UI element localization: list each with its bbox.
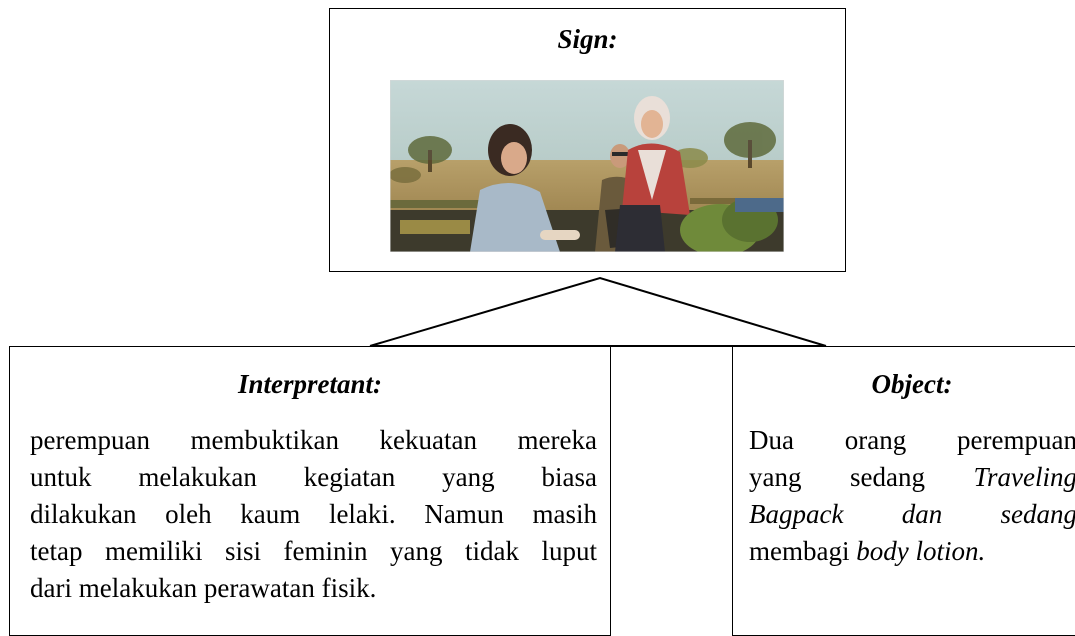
- object-title: Object:: [871, 369, 953, 399]
- object-line-4-plain: membagi: [749, 536, 857, 566]
- object-line-2-italic: Traveling: [973, 462, 1075, 492]
- object-line-3: Bagpack dan sedang: [749, 499, 1075, 529]
- interpretant-line: dari melakukan perawatan fisik.: [30, 573, 377, 603]
- sign-title: Sign:: [557, 24, 618, 54]
- object-text: Dua orang perempuan yang sedang Travelin…: [749, 422, 1075, 570]
- interpretant-line: untuk melakukan kegiatan yang biasa: [30, 462, 597, 492]
- object-line-4-italic: body lotion.: [856, 536, 986, 566]
- object-line-2: yang sedang Traveling: [749, 459, 1075, 496]
- interpretant-line: tetap memiliki sisi feminin yang tidak l…: [30, 536, 597, 566]
- object-line-1: Dua orang perempuan: [749, 425, 1075, 455]
- object-line-2-plain: yang sedang: [749, 462, 974, 492]
- interpretant-box: Interpretant: perempuan membuktikan keku…: [9, 346, 611, 636]
- sign-box: Sign:: [329, 8, 846, 272]
- interpretant-text: perempuan membuktikan kekuatan mereka un…: [30, 422, 597, 607]
- object-box: Object: Dua orang perempuan yang sedang …: [732, 346, 1075, 636]
- interpretant-line: dilakukan oleh kaum lelaki. Namun masih: [30, 499, 597, 529]
- sign-photo: [390, 80, 784, 252]
- interpretant-title: Interpretant:: [237, 369, 383, 399]
- object-line-4: membagi body lotion.: [749, 533, 1075, 570]
- interpretant-line: perempuan membuktikan kekuatan mereka: [30, 425, 597, 455]
